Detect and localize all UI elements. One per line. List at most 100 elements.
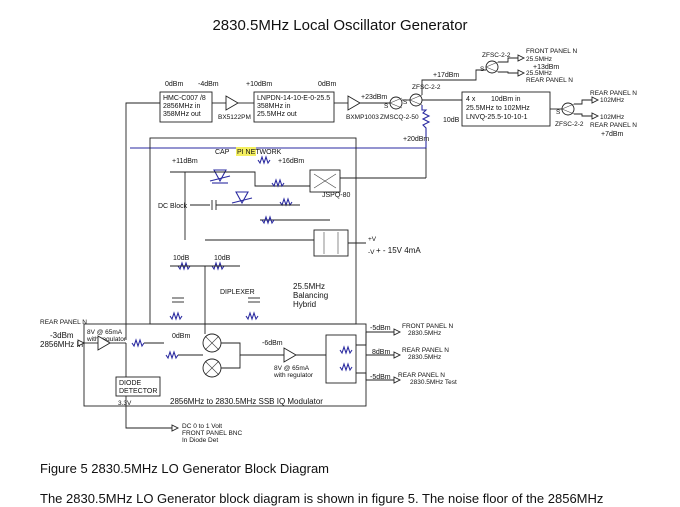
attenuator-icon <box>131 338 145 348</box>
output-label: 102MHz <box>600 114 624 121</box>
input-panel-label: REAR PANEL N <box>40 319 87 326</box>
splitter-icon: S <box>403 93 423 107</box>
level-label: +11dBm <box>172 158 198 165</box>
attenuator-icon <box>165 350 179 360</box>
part-label: BXMP1003 <box>346 114 379 121</box>
hybrid-label-3: Hybrid <box>293 300 316 309</box>
figure-caption: Figure 5 2830.5MHz LO Generator Block Di… <box>40 461 329 476</box>
resistor-icon <box>261 215 275 225</box>
connector-icon <box>517 54 526 62</box>
level-label: -6dBm <box>262 340 283 347</box>
top-chain: HMC-C007 /8 2856MHz in 358MHz out 0dBm -… <box>125 52 624 340</box>
diplexer-label: DIPLEXER <box>220 289 255 296</box>
output-label: REAR PANEL N <box>590 122 637 129</box>
output-label: FRONT PANEL BNC <box>182 430 243 437</box>
level-label: 0dBm <box>165 81 183 88</box>
amplifier-icon <box>347 95 361 111</box>
output-label: 102MHz <box>600 97 624 104</box>
svg-text:S: S <box>556 109 561 116</box>
part-label: ZMSCQ-2-50 <box>380 114 419 121</box>
connector-icon <box>393 376 402 384</box>
diagram-title: 2830.5MHz Local Oscillator Generator <box>212 17 467 34</box>
diode-detector-block <box>115 376 161 397</box>
attenuator-icon <box>130 105 431 149</box>
connector-icon <box>171 424 180 432</box>
level-label: +7dBm <box>601 131 624 138</box>
output-label: FRONT PANEL N <box>526 48 577 55</box>
output-label: REAR PANEL N <box>402 347 449 354</box>
varactor-icon <box>209 169 231 184</box>
output-label: FRONT PANEL N <box>402 323 453 330</box>
svg-text:S: S <box>403 99 408 106</box>
lnvq-label-4: LNVQ-25.5-10-10-1 <box>466 114 528 121</box>
splitter-icon: S <box>556 102 575 116</box>
output-label: REAR PANEL N <box>398 372 445 379</box>
mixer-icon <box>202 333 222 353</box>
level-label: +23dBm <box>361 94 387 101</box>
connector-icon <box>591 96 600 104</box>
lnvq-label-1: 4 x <box>466 96 476 103</box>
top-outputs: FRONT PANEL N 25.5MHz 25.5MHz REAR PANEL… <box>517 48 637 129</box>
resistor-icon <box>279 197 293 207</box>
svg-text:-V: -V <box>368 249 375 256</box>
varactor-icon <box>231 191 253 206</box>
connector-icon <box>591 112 600 120</box>
level-label: +13dBm <box>533 64 559 71</box>
level-label: -4dBm <box>198 81 219 88</box>
amplifier-icon <box>97 335 111 351</box>
hybrid-label-1: 25.5MHz <box>293 282 325 291</box>
mixer-icon <box>202 358 222 378</box>
attenuator-label: 10dB <box>443 117 460 124</box>
modulator-frame <box>83 323 367 407</box>
jspq-label: JSPQ-80 <box>322 192 351 199</box>
hmc-label-1: HMC-C007 /8 <box>163 95 206 102</box>
level-label: -5dBm <box>370 374 391 381</box>
resistor-icon <box>257 155 271 165</box>
output-label: DC 0 to 1 Volt <box>182 423 222 430</box>
highlight <box>236 147 256 156</box>
lnvq-label-2: 10dBm in <box>491 96 521 103</box>
supply-label: + - 15V 4mA <box>376 246 421 255</box>
level-label: 8dBm <box>372 349 390 356</box>
cap-label: CAP <box>215 149 230 156</box>
svg-text:S: S <box>480 66 485 73</box>
level-label: +20dBm <box>403 136 429 143</box>
pi-network-label: PI NETWORK <box>237 149 282 156</box>
connector-icon <box>517 69 526 77</box>
level-label: +16dBm <box>278 158 304 165</box>
attenuator-icon <box>211 261 225 271</box>
output-label: 2830.5MHz <box>408 330 441 337</box>
hmc-divider-block <box>159 91 213 123</box>
splitter-icon: S <box>384 96 403 110</box>
level-label: +10dBm <box>246 81 272 88</box>
capacitor-icon <box>248 297 260 303</box>
part-label: ZFSC-2-2 <box>482 52 511 59</box>
hmc-label-2: 2856MHz in <box>163 103 200 110</box>
output-label: REAR PANEL N <box>526 77 573 84</box>
lnpdn-label-2: 358MHz in <box>257 103 291 110</box>
output-label: In Diode Det <box>182 437 218 444</box>
coupler-block <box>325 334 357 384</box>
level-label: +17dBm <box>433 72 459 79</box>
body-text: The 2830.5MHz LO Generator block diagram… <box>40 491 603 506</box>
hybrid-label-2: Balancing <box>293 291 328 300</box>
diode-label-1: DIODE <box>119 380 142 387</box>
balancing-hybrid: CAP PI NETWORK +11dBm +16dBm JSPQ-80 D <box>149 137 427 325</box>
output-label: 2830.5MHz <box>408 354 441 361</box>
modulator-label: 2856MHz to 2830.5MHz SSB IQ Modulator <box>170 397 323 406</box>
amp-note: with regulator <box>86 336 127 343</box>
amp-note: 8V @ 65mA <box>274 365 310 372</box>
lnpdn-divider-block <box>253 91 335 123</box>
svg-text:+V: +V <box>368 236 377 243</box>
output-label: REAR PANEL N <box>590 90 637 97</box>
lnpdn-label-3: 25.5MHz out <box>257 111 297 118</box>
output-label: 2830.5MHz Test <box>410 379 457 386</box>
diode-voltage: 3.3V <box>118 400 132 407</box>
amplifier-icon <box>225 95 239 111</box>
part-label: BX5122PM <box>218 114 251 121</box>
coupler-icon <box>339 345 353 355</box>
input-freq: 2856MHz In <box>40 340 83 349</box>
part-label: ZFSC-2-2 <box>555 121 584 128</box>
attenuator-icon <box>177 261 191 271</box>
splitter-icon: S <box>480 60 499 74</box>
